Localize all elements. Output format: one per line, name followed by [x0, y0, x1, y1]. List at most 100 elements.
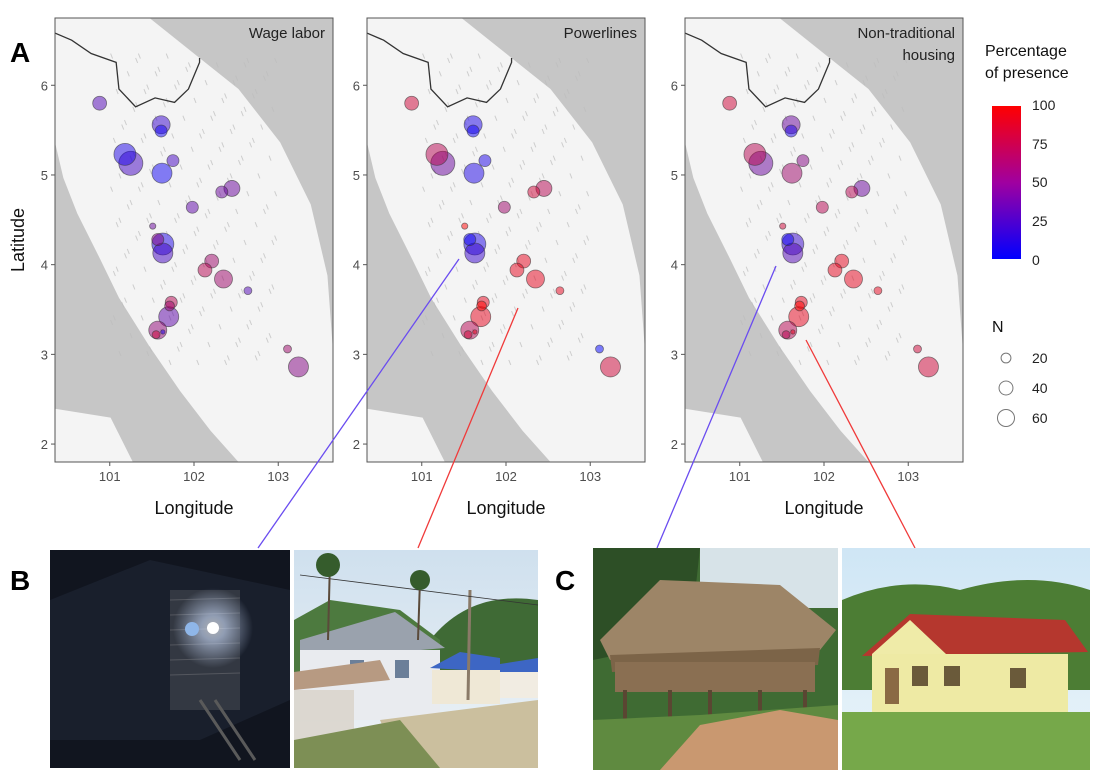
- terrain-hatch: [851, 142, 855, 148]
- site-point: [243, 286, 253, 296]
- terrain-hatch: [815, 244, 819, 250]
- terrain-hatch: [505, 230, 509, 237]
- terrain-hatch: [488, 213, 492, 219]
- terrain-hatch: [519, 341, 523, 348]
- terrain-hatch: [238, 293, 241, 299]
- photo-modern-house: [842, 548, 1090, 770]
- x-tick-label: 102: [813, 469, 835, 484]
- site-point: [779, 222, 787, 230]
- terrain-hatch: [196, 226, 200, 232]
- panel-label-a: A: [10, 37, 30, 68]
- terrain-hatch: [157, 66, 161, 73]
- terrain-hatch: [577, 71, 581, 77]
- terrain-hatch: [893, 208, 896, 215]
- terrain-hatch: [427, 266, 431, 272]
- terrain-hatch: [499, 328, 503, 334]
- terrain-hatch: [781, 297, 785, 303]
- terrain-hatch: [215, 62, 219, 68]
- sumatra-land: [367, 408, 445, 462]
- terrain-hatch: [580, 155, 584, 161]
- terrain-hatch: [801, 266, 805, 272]
- terrain-hatch: [890, 301, 894, 308]
- terrain-hatch: [235, 341, 239, 348]
- terrain-hatch: [580, 333, 584, 339]
- site-point: [185, 200, 199, 214]
- terrain-hatch: [751, 124, 755, 130]
- terrain-hatch: [826, 226, 830, 232]
- terrain-hatch: [168, 182, 172, 188]
- terrain-hatch: [254, 355, 258, 361]
- terrain-hatch: [527, 195, 531, 201]
- terrain-hatch: [185, 66, 189, 73]
- x-tick-label: 102: [183, 469, 205, 484]
- terrain-hatch: [856, 222, 860, 228]
- terrain-hatch: [748, 173, 752, 179]
- terrain-hatch: [257, 173, 261, 179]
- terrain-hatch: [430, 217, 434, 223]
- terrain-hatch: [126, 204, 130, 210]
- terrain-hatch: [806, 213, 810, 219]
- terrain-hatch: [759, 333, 763, 339]
- x-tick-label: 103: [267, 469, 289, 484]
- terrain-hatch: [845, 62, 849, 68]
- site-point: [160, 329, 166, 335]
- terrain-hatch: [268, 288, 272, 295]
- terrain-hatch: [527, 62, 531, 68]
- terrain-hatch: [474, 146, 478, 152]
- terrain-hatch: [881, 137, 885, 144]
- terrain-hatch: [118, 350, 122, 357]
- terrain-hatch: [508, 182, 512, 188]
- terrain-hatch: [424, 315, 428, 321]
- terrain-hatch: [472, 284, 476, 290]
- terrain-hatch: [190, 324, 194, 330]
- terrain-hatch: [430, 350, 434, 357]
- site-point: [154, 124, 168, 138]
- terrain-hatch: [201, 306, 205, 312]
- size-legend-circle: [996, 408, 1016, 428]
- x-tick-label: 103: [897, 469, 919, 484]
- terrain-hatch: [452, 315, 456, 321]
- site-point: [526, 269, 545, 289]
- terrain-hatch: [140, 137, 144, 144]
- terrain-hatch: [555, 106, 559, 112]
- site-point: [782, 242, 804, 264]
- terrain-hatch: [483, 266, 487, 272]
- y-tick-label: 2: [353, 437, 360, 452]
- x-tick-label: 103: [579, 469, 601, 484]
- terrain-hatch: [806, 79, 810, 86]
- terrain-hatch: [572, 257, 576, 263]
- terrain-hatch: [884, 355, 888, 361]
- terrain-hatch: [558, 57, 562, 64]
- terrain-hatch: [441, 333, 445, 339]
- terrain-hatch: [477, 53, 481, 59]
- terrain-hatch: [812, 293, 816, 299]
- terrain-hatch: [898, 333, 902, 339]
- terrain-hatch: [447, 57, 451, 64]
- terrain-hatch: [804, 262, 808, 268]
- terrain-hatch: [112, 315, 116, 321]
- terrain-hatch: [268, 155, 272, 161]
- terrain-hatch: [472, 151, 476, 157]
- panel-title: housing: [902, 47, 955, 64]
- terrain-hatch: [868, 293, 871, 299]
- connector-line-powered-house: [417, 307, 519, 549]
- terrain-hatch: [859, 173, 863, 179]
- terrain-hatch: [176, 213, 180, 219]
- terrain-hatch: [552, 155, 556, 161]
- terrain-hatch: [449, 230, 453, 237]
- site-point: [113, 142, 137, 166]
- terrain-hatch: [854, 359, 858, 366]
- terrain-hatch: [263, 75, 266, 81]
- terrain-hatch: [271, 284, 275, 290]
- terrain-hatch: [558, 190, 562, 197]
- terrain-hatch: [433, 301, 437, 308]
- terrain-hatch: [773, 88, 777, 95]
- terrain-hatch: [754, 297, 757, 303]
- terrain-hatch: [491, 164, 495, 170]
- terrain-hatch: [251, 93, 255, 99]
- country-border: [55, 32, 201, 108]
- y-tick-label: 6: [41, 78, 48, 93]
- terrain-hatch: [179, 164, 183, 170]
- terrain-hatch: [798, 359, 802, 366]
- site-point: [476, 300, 487, 312]
